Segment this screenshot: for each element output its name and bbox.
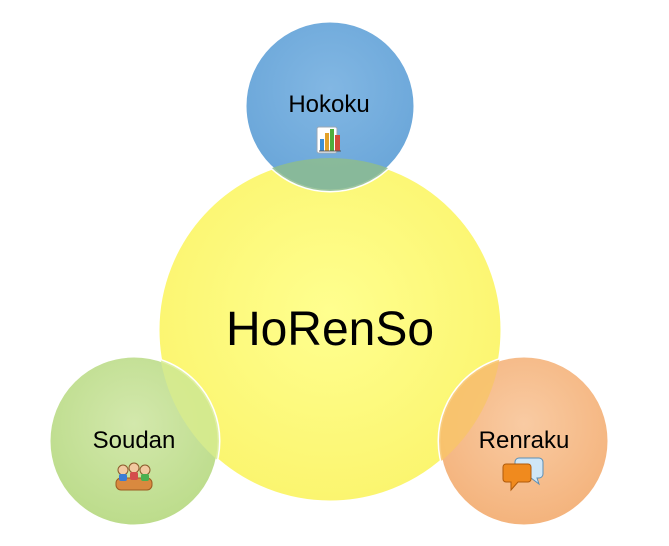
center-label: HoRenSo (226, 303, 434, 356)
bar-chart-icon (316, 126, 341, 154)
soudan-label: Soudan (93, 427, 176, 454)
hokoku-label: Hokoku (288, 91, 369, 118)
people-group-icon (115, 462, 153, 491)
speech-bubbles-icon (502, 457, 544, 492)
renraku-label: Renraku (479, 427, 570, 454)
